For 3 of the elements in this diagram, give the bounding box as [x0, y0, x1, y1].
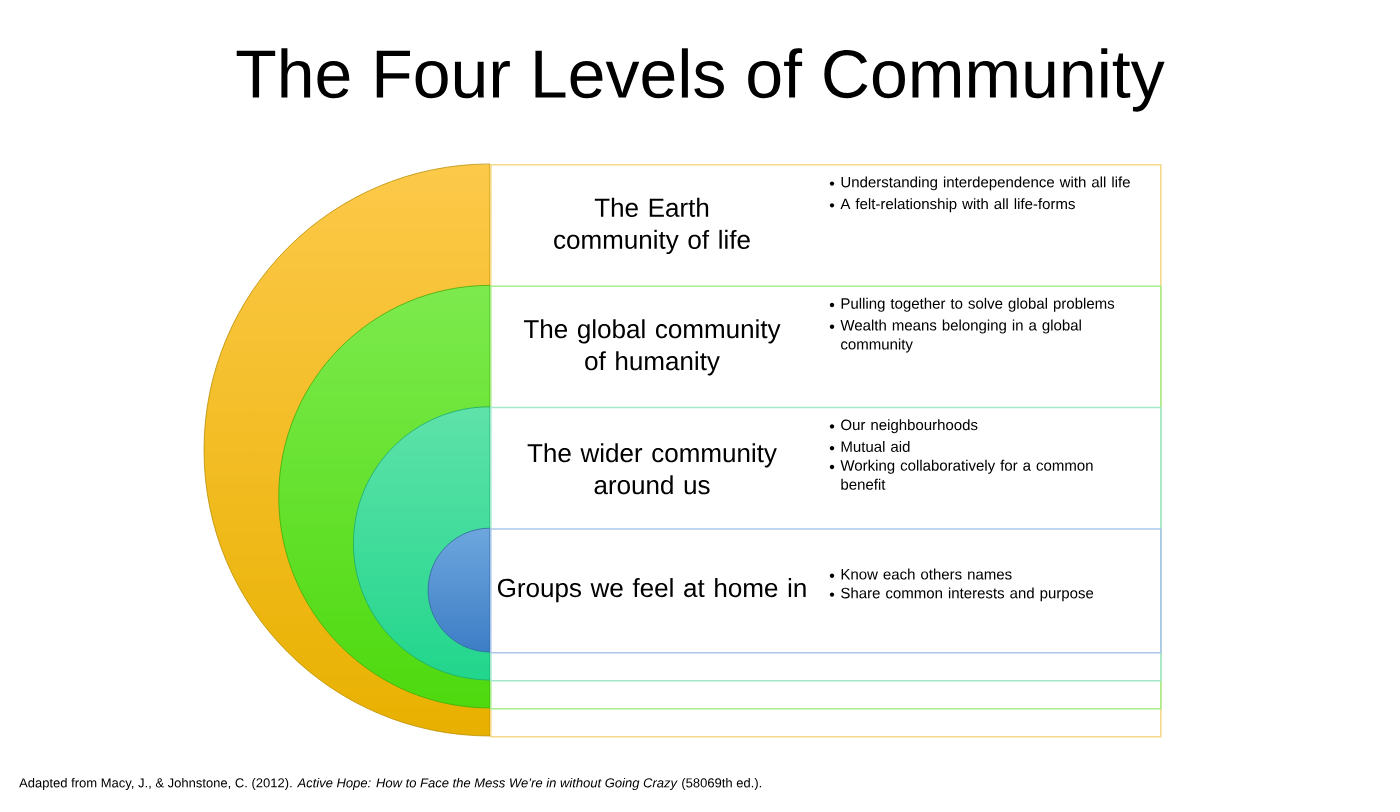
level-heading: The global community of humanity: [524, 319, 781, 376]
title: The Four Levels of Community: [236, 48, 1165, 112]
level-heading: The Earth community of life: [554, 197, 750, 255]
